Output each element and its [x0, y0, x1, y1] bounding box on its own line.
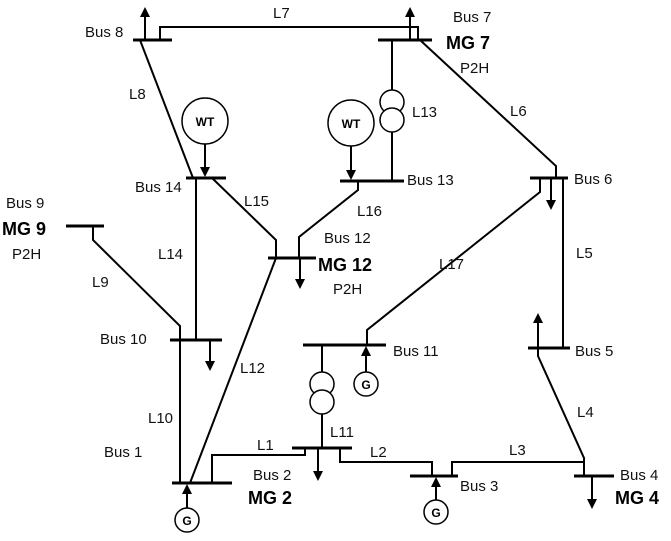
line-label-l15: L15	[244, 193, 269, 210]
line-label-l17: L17	[439, 256, 464, 273]
generator-icon: G	[353, 346, 379, 397]
line-l1	[211, 448, 306, 483]
bus-14-label: Bus 14	[135, 179, 182, 196]
p2h-label-mg7: P2H	[460, 60, 489, 77]
generator-icon: G	[174, 484, 200, 533]
bus-10-label: Bus 10	[100, 331, 147, 348]
line-l2	[339, 448, 433, 476]
line-label-l3: L3	[509, 442, 526, 459]
line-label-l10: L10	[148, 410, 173, 427]
line-label-l12: L12	[240, 360, 265, 377]
p2h-label-mg12: P2H	[333, 281, 362, 298]
p2h-label-mg9: P2H	[12, 246, 41, 263]
bus-1-label: Bus 1	[104, 444, 142, 461]
line-label-l9: L9	[92, 274, 109, 291]
line-label-l11: L11	[330, 424, 354, 441]
line-label-l5: L5	[576, 245, 593, 262]
bus-11-label: Bus 11	[393, 343, 439, 360]
line-label-l7: L7	[273, 5, 290, 22]
generator-label: G	[361, 378, 370, 392]
line-label-l14: L14	[158, 246, 183, 263]
transformer-icon	[379, 89, 405, 133]
mg-12-label: MG 12	[318, 255, 372, 275]
line-label-l1: L1	[257, 437, 274, 454]
line-label-l13: L13	[412, 104, 437, 121]
line-label-l16: L16	[357, 203, 382, 220]
bus-13-label: Bus 13	[407, 172, 454, 189]
generator-label: G	[431, 506, 440, 520]
line-l17	[366, 178, 541, 345]
line-l3	[451, 461, 585, 476]
line-l15	[211, 177, 277, 258]
line-label-l4: L4	[577, 404, 594, 421]
bus-12-label: Bus 12	[324, 230, 371, 247]
bus-9-label: Bus 9	[6, 195, 44, 212]
transformer-icon	[309, 371, 335, 415]
mg-9-label: MG 9	[2, 219, 46, 239]
line-l6	[419, 39, 557, 178]
line-l9	[92, 226, 181, 340]
line-label-l2: L2	[370, 444, 387, 461]
line-l12	[189, 257, 277, 484]
mg-4-label: MG 4	[615, 488, 659, 508]
bus-5-label: Bus 5	[575, 343, 613, 360]
bus-7-label: Bus 7	[453, 9, 491, 26]
wind-turbine-icon: WT	[327, 99, 375, 180]
wt-label: WT	[342, 117, 361, 131]
wt-label: WT	[196, 115, 215, 129]
mg-2-label: MG 2	[248, 488, 292, 508]
bus-8-label: Bus 8	[85, 24, 123, 41]
line-l16	[298, 181, 359, 258]
bus-2-label: Bus 2	[253, 467, 291, 484]
mg-7-label: MG 7	[446, 33, 490, 53]
line-l7	[159, 26, 419, 40]
generator-label: G	[182, 514, 191, 528]
line-l8	[139, 39, 194, 179]
bus-3-label: Bus 3	[460, 478, 498, 495]
line-label-l8: L8	[129, 86, 146, 103]
generator-icon: G	[423, 477, 449, 525]
bus-4-label: Bus 4	[620, 467, 658, 484]
bus-6-label: Bus 6	[574, 171, 612, 188]
line-label-l6: L6	[510, 103, 527, 120]
wind-turbine-icon: WT	[181, 97, 229, 177]
